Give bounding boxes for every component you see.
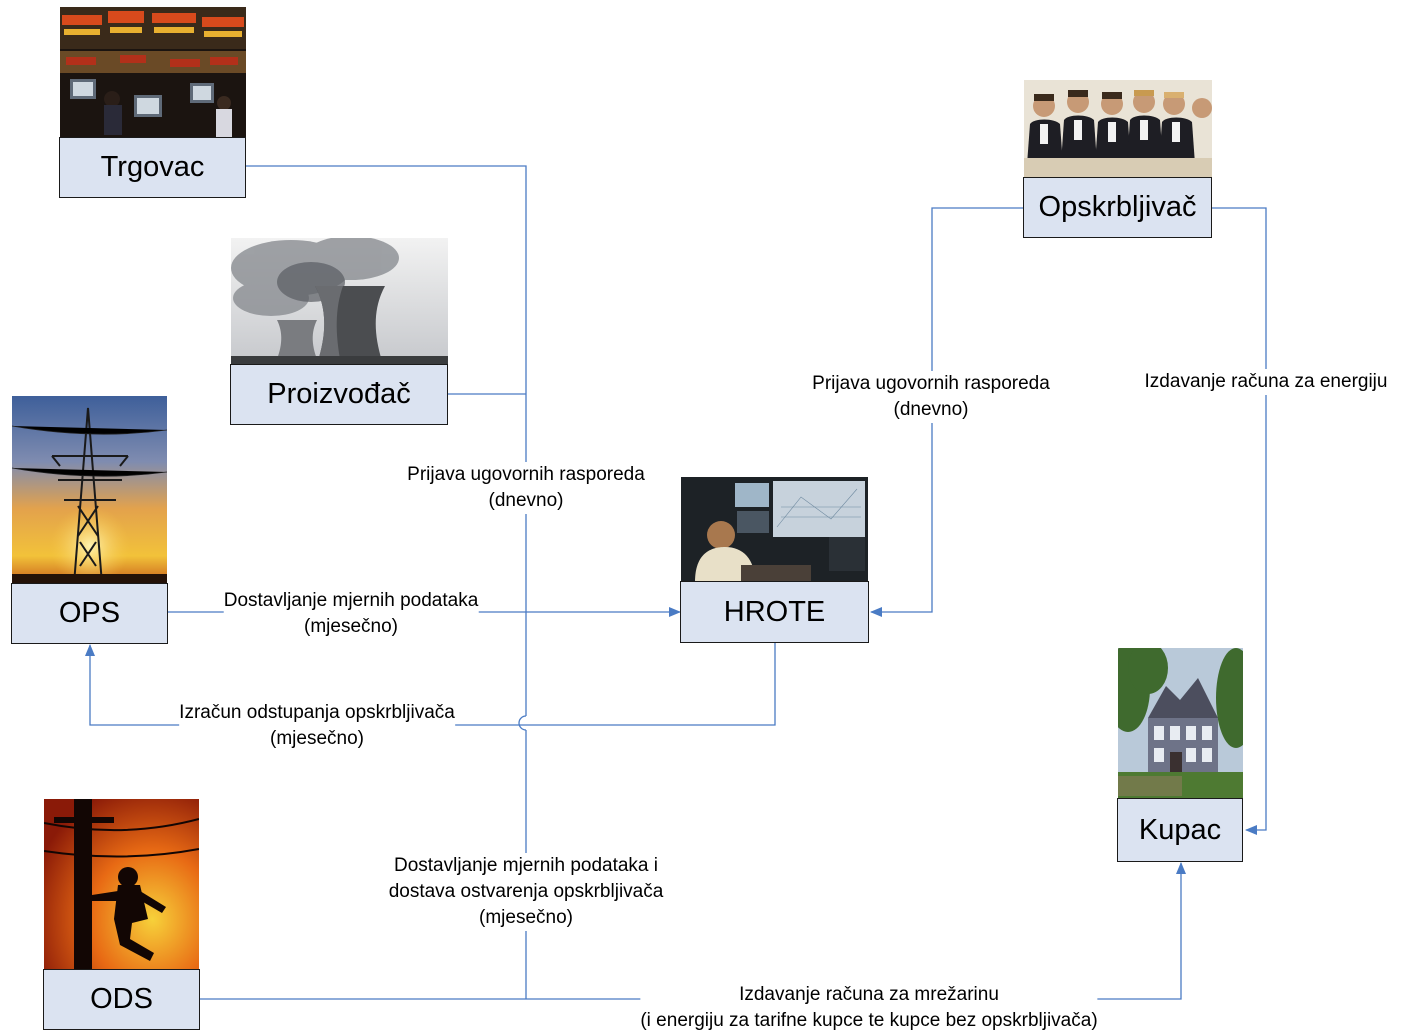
edge-label-prijava-right: Prijava ugovornih rasporeda (dnevno) — [812, 371, 1050, 423]
node-proizvodac: Proizvođač — [230, 364, 448, 425]
node-kupac-label: Kupac — [1138, 813, 1222, 846]
node-kupac: Kupac — [1117, 798, 1243, 862]
node-ops-label: OPS — [58, 597, 121, 629]
cooling-tower-photo — [231, 238, 448, 364]
edge-label-izdavanje-energija: Izdavanje računa za energiju — [1144, 369, 1388, 395]
node-hrote: HROTE — [680, 581, 869, 643]
edge-label-line: Dostavljanje mjernih podataka i — [393, 855, 659, 876]
edge-label-ods-mjerni: Dostavljanje mjernih podataka i dostava … — [388, 853, 664, 931]
edge-label-line: Izdavanje računa za mrežarinu — [739, 984, 999, 1005]
node-ods: ODS — [43, 969, 200, 1030]
edge-label-line: (mjesečno) — [270, 728, 364, 749]
connector-ods-kupac — [200, 862, 1186, 1000]
edge-label-line: Dostavljanje mjernih podataka — [223, 590, 479, 611]
edge-label-ops-mjerni: Dostavljanje mjernih podataka (mjesečno) — [223, 588, 479, 640]
house-photo — [1118, 648, 1243, 799]
node-opskrbljivac: Opskrbljivač — [1023, 177, 1212, 238]
node-hrote-label: HROTE — [723, 595, 826, 628]
trading-floor-photo — [60, 7, 246, 137]
edge-label-line: Izdavanje računa za energiju — [1144, 371, 1388, 392]
edge-label-line: (dnevno) — [893, 399, 969, 420]
edge-label-line: Izračun odstupanja opskrbljivača — [179, 702, 455, 723]
edge-label-line: dostava ostvarenja opskrbljivača — [388, 881, 664, 902]
control-room-photo — [681, 477, 868, 582]
lineman-silhouette-photo — [44, 799, 199, 971]
business-meeting-photo — [1024, 80, 1212, 178]
node-ops: OPS — [11, 583, 168, 644]
edge-label-line: (dnevno) — [488, 490, 564, 511]
node-trgovac-label: Trgovac — [100, 151, 205, 183]
connector-hop — [518, 715, 527, 731]
node-opskrbljivac-label: Opskrbljivač — [1038, 191, 1197, 223]
edge-label-line: (mjesečno) — [479, 907, 573, 928]
edge-label-prijava-left: Prijava ugovornih rasporeda (dnevno) — [407, 462, 645, 514]
node-trgovac: Trgovac — [59, 137, 246, 198]
edge-label-line: Prijava ugovornih rasporeda — [407, 464, 645, 485]
transmission-tower-sunset-photo — [12, 396, 167, 584]
node-ods-label: ODS — [90, 983, 153, 1015]
edge-label-line: (mjesečno) — [304, 616, 398, 637]
connector-opskrbljivac-kupac — [1212, 207, 1267, 835]
edge-label-line: (i energiju za tarifne kupce te kupce be… — [640, 1010, 1098, 1031]
node-proizvodac-label: Proizvođač — [267, 378, 411, 410]
edge-label-izracun: Izračun odstupanja opskrbljivača (mjeseč… — [179, 700, 455, 752]
edge-label-mrezarina: Izdavanje računa za mrežarinu (i energij… — [640, 982, 1098, 1034]
edge-label-line: Prijava ugovornih rasporeda — [812, 373, 1050, 394]
